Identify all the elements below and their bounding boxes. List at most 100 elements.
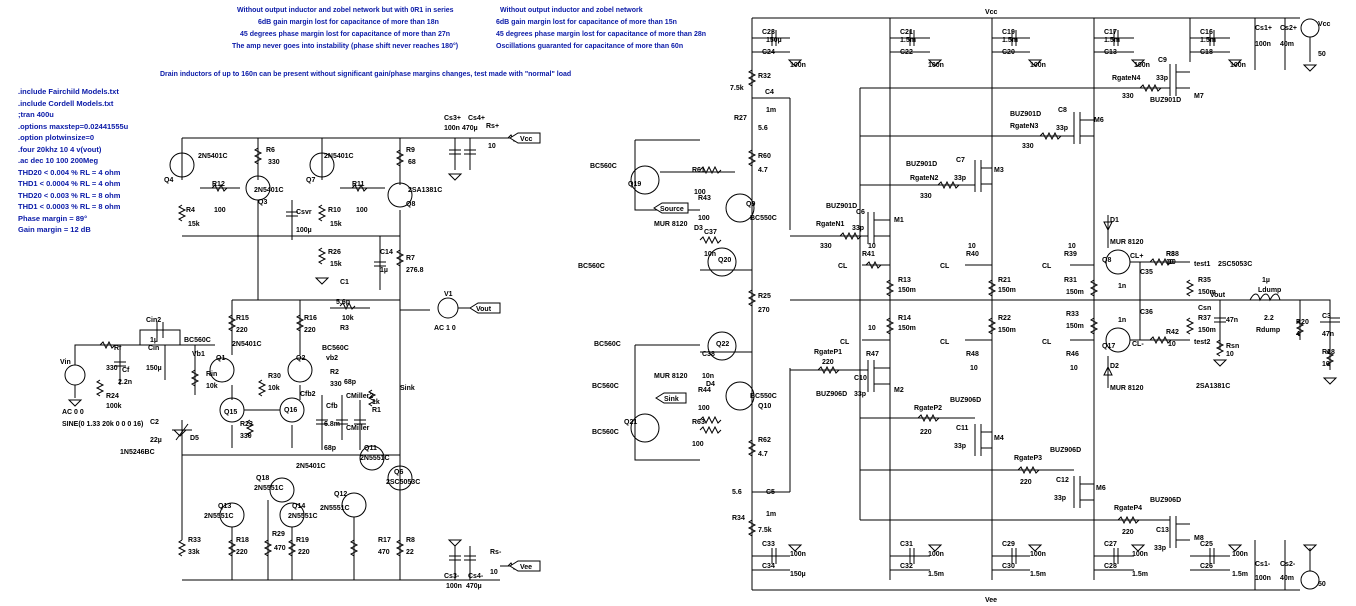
r44-value: 100 xyxy=(698,405,710,412)
rgaten4-value: 330 xyxy=(1122,93,1134,100)
r4-label: R4 xyxy=(186,207,195,214)
r43-label: R43 xyxy=(698,195,711,202)
r24-label: R24 xyxy=(106,393,119,400)
m2-type: BUZ906D xyxy=(816,391,847,398)
c17-label: C17 xyxy=(1104,29,1117,36)
csvr-value: 100µ xyxy=(296,227,312,234)
m7-label: M7 xyxy=(1194,93,1204,100)
c12-value: 33p xyxy=(1054,495,1066,502)
c12-label: C12 xyxy=(1056,477,1069,484)
r8-label: R8 xyxy=(1166,251,1175,258)
r26-value: 15k xyxy=(330,261,342,268)
c30-label: C30 xyxy=(1002,563,1015,570)
q19-label: Q19 xyxy=(628,181,641,188)
note-left-line: 45 degrees phase margin lost for capacit… xyxy=(240,31,451,38)
r20-label: R20 xyxy=(1296,319,1309,326)
r15-value: 220 xyxy=(236,327,248,334)
rgaten3-value: 330 xyxy=(1022,143,1034,150)
cf-value: 2.2n xyxy=(118,379,132,386)
spice-line: THD1 < 0.0004 % RL = 4 ohm xyxy=(18,179,121,188)
cin2-value: 1µ xyxy=(150,337,158,344)
rsp-value: 10 xyxy=(488,143,496,150)
c5-value: 1m xyxy=(766,511,776,518)
cs1m-label: Cs1- xyxy=(1255,561,1271,568)
cs1p-value: 100n xyxy=(1255,41,1271,48)
r40-label: R40 xyxy=(966,251,979,258)
q20-label: Q20 xyxy=(718,257,731,264)
c6-value: 33p xyxy=(852,225,864,232)
c28-label: C28 xyxy=(1104,563,1117,570)
r37-value: 150m xyxy=(1198,327,1216,334)
cfb2-label: Cfb2 xyxy=(300,391,316,398)
r47-value: 10 xyxy=(868,325,876,332)
rgatep3-label: RgateP3 xyxy=(1014,455,1042,462)
r14-label: R14 xyxy=(898,315,911,322)
cs1m-value: 100n xyxy=(1255,575,1271,582)
r33b-label: R33 xyxy=(188,537,201,544)
q12-type: 2N5551C xyxy=(320,505,350,512)
q8-small-label: Q8 xyxy=(406,201,415,208)
cfb-label: Cfb xyxy=(326,403,338,410)
c5-label: C5 xyxy=(766,489,775,496)
r62-label: R62 xyxy=(758,437,771,444)
r25-value: 270 xyxy=(758,307,770,314)
cs3m-value: 100n xyxy=(446,583,462,590)
note-right-line: Without output inductor and zobel networ… xyxy=(500,7,643,14)
note-left-line: 6dB gain margin lost for capacitance of … xyxy=(258,19,439,26)
c1-value: 5.6p xyxy=(336,299,350,306)
cmiller2-value: 68p xyxy=(344,379,356,386)
d2-label: D2 xyxy=(1110,363,1119,370)
r9-label: R9 xyxy=(406,147,415,154)
r16-label: R16 xyxy=(304,315,317,322)
c22-label: C22 xyxy=(900,49,913,56)
r44-label: R44 xyxy=(698,387,711,394)
r16-value: 220 xyxy=(304,327,316,334)
r6-value: 330 xyxy=(268,159,280,166)
rgatep1-label: RgateP1 xyxy=(814,349,842,356)
c14-value: 1µ xyxy=(380,267,388,274)
r7-label: R7 xyxy=(406,255,415,262)
sink-net-label: Sink xyxy=(400,385,415,392)
q14-label: Q14 xyxy=(292,503,305,510)
q17-type: 2SA1381C xyxy=(1196,383,1230,390)
m3-type: BUZ901D xyxy=(906,161,937,168)
q7-type: 2N5401C xyxy=(324,153,354,160)
r12-value: 100 xyxy=(214,207,226,214)
c21-value: 1.5m xyxy=(900,37,916,44)
cs2m-label: Cs2- xyxy=(1280,561,1296,568)
c22-value: 100n xyxy=(928,62,944,69)
cl-label-1: CL xyxy=(838,263,848,270)
cl-label-3: CL xyxy=(1042,263,1052,270)
r26-label: R26 xyxy=(328,249,341,256)
ldump-label: Ldump xyxy=(1258,287,1281,294)
spice-line: .ac dec 10 100 200Meg xyxy=(18,156,99,165)
r62-value: 4.7 xyxy=(758,451,768,458)
r42-label: R42 xyxy=(1166,329,1179,336)
r39-value: 10 xyxy=(1068,243,1076,250)
q18-type-b: 2N5401C xyxy=(296,463,326,470)
c13-label: C13 xyxy=(1104,49,1117,56)
note-left-line: Without output inductor and zobel networ… xyxy=(237,7,454,14)
r8b-value: 22 xyxy=(406,549,414,556)
vcc-flag-label: Vcc xyxy=(520,136,533,143)
q13-type: 2N5551C xyxy=(204,513,234,520)
c27-value: 100n xyxy=(1132,551,1148,558)
q8-label: Q8 xyxy=(1102,257,1111,264)
r37-label: R37 xyxy=(1198,315,1211,322)
spice-line: .include Cordell Models.txt xyxy=(18,98,114,108)
d4-label: D4 xyxy=(706,381,715,388)
r32-label: R32 xyxy=(758,73,771,80)
r22-label: R22 xyxy=(998,315,1011,322)
c4-value: 1m xyxy=(766,107,776,114)
r23-value: 330 xyxy=(240,433,252,440)
c25-label: C25 xyxy=(1200,541,1213,548)
rsm-value: 10 xyxy=(490,569,498,576)
r38-label: R38 xyxy=(1166,251,1179,258)
q15-label: Q15 xyxy=(224,409,237,416)
r6-label: R6 xyxy=(266,147,275,154)
c36-value: 1n xyxy=(1118,317,1126,324)
r32-value: 7.5k xyxy=(730,85,744,92)
spice-line: THD20 < 0.004 % RL = 4 ohm xyxy=(18,167,121,177)
vcc-source-label: Vcc xyxy=(1318,21,1331,28)
